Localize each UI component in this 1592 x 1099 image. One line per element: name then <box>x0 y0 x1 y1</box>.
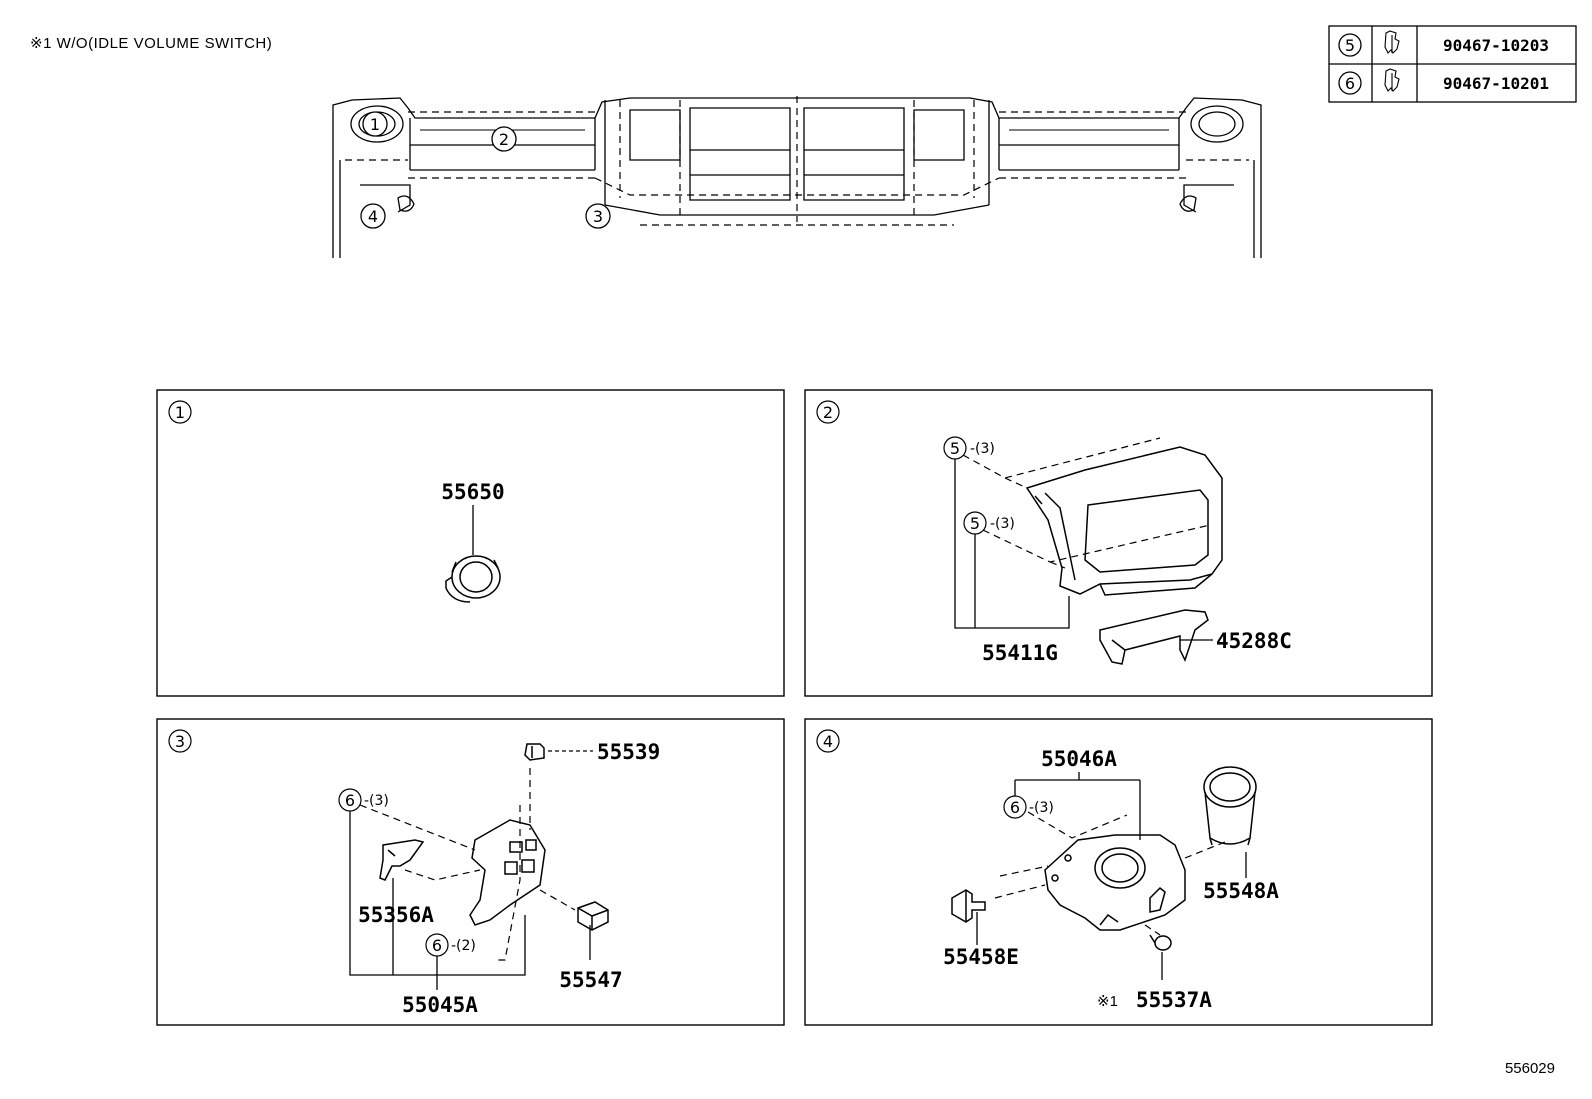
dashed-leader-lines <box>962 437 1211 569</box>
overview-callout-4: 4 <box>368 207 378 226</box>
overview-callout-2: 2 <box>499 130 509 149</box>
leader-lines <box>954 459 1213 641</box>
clip-callout: 6 <box>345 791 355 810</box>
header-note: ※1 W/O(IDLE VOLUME SWITCH) <box>30 35 272 52</box>
relay-drawing <box>577 901 609 931</box>
clip-quantity: -(3) <box>364 793 389 809</box>
panel-4-frame <box>804 718 1433 1026</box>
clip-quantity: -(2) <box>451 938 476 954</box>
diagram-code: 556029 <box>1505 1060 1555 1077</box>
clip-icon <box>1384 30 1400 54</box>
clip-callout: 5 <box>970 514 980 533</box>
overview-callout-3: 3 <box>593 207 603 226</box>
part-number-55458E: 55458E <box>943 945 1019 969</box>
clip-quantity: -(3) <box>970 441 995 457</box>
switch-plug-drawing <box>1149 934 1172 951</box>
panel-2-frame <box>804 389 1433 697</box>
clip-callout: 6 <box>1010 798 1020 817</box>
note-marker: ※1 <box>1097 993 1118 1010</box>
clip-callout: 5 <box>950 439 960 458</box>
clip-table <box>1328 25 1577 103</box>
panel-3-frame <box>156 718 785 1026</box>
clip-part-number: 90467-10203 <box>1443 36 1549 55</box>
switch-drawing <box>524 743 545 761</box>
part-number-55539: 55539 <box>597 740 660 764</box>
panel-3-label: 3 <box>175 732 185 751</box>
steering-column-cover-drawing <box>1099 609 1209 665</box>
air-vent-nozzle-drawing <box>445 555 501 603</box>
clip-callout: 6 <box>432 936 442 955</box>
dashed-leader-lines <box>994 811 1226 936</box>
clip-part-number: 90467-10201 <box>1443 74 1549 93</box>
clip-quantity: -(3) <box>1029 800 1054 816</box>
lower-instrument-panel-drawing <box>469 819 546 926</box>
part-number-55548A: 55548A <box>1203 879 1279 903</box>
part-number-55356A: 55356A <box>358 903 434 927</box>
cup-holder-drawing <box>1203 766 1257 846</box>
lower-finish-panel-drawing <box>1044 834 1186 931</box>
overview-callout-1: 1 <box>370 115 380 134</box>
clip-quantity: -(3) <box>990 516 1015 532</box>
part-number-55045A: 55045A <box>402 993 478 1017</box>
leader-lines <box>349 811 591 990</box>
clip-icon <box>1384 68 1400 92</box>
part-number-55547: 55547 <box>559 968 622 992</box>
panel-2-label: 2 <box>823 403 833 422</box>
overview-callouts <box>360 111 611 229</box>
part-number-55046A: 55046A <box>1041 747 1117 771</box>
panel-1-frame <box>156 389 785 697</box>
clip-ref-6: 6 <box>1345 74 1355 93</box>
clip-ref-5: 5 <box>1345 36 1355 55</box>
panel-4-label: 4 <box>823 732 833 751</box>
part-number-55411G: 55411G <box>982 641 1058 665</box>
bracket-drawing <box>379 839 425 881</box>
part-number-55537A: 55537A <box>1136 988 1212 1012</box>
knob-drawing <box>951 889 986 923</box>
part-number-55650: 55650 <box>441 480 504 504</box>
instrument-cluster-finish-panel-drawing <box>1025 446 1223 596</box>
overview-dashed-outline <box>345 96 1249 226</box>
panel-1-label: 1 <box>175 403 185 422</box>
part-number-45288C: 45288C <box>1216 629 1292 653</box>
leader-lines <box>976 772 1247 980</box>
